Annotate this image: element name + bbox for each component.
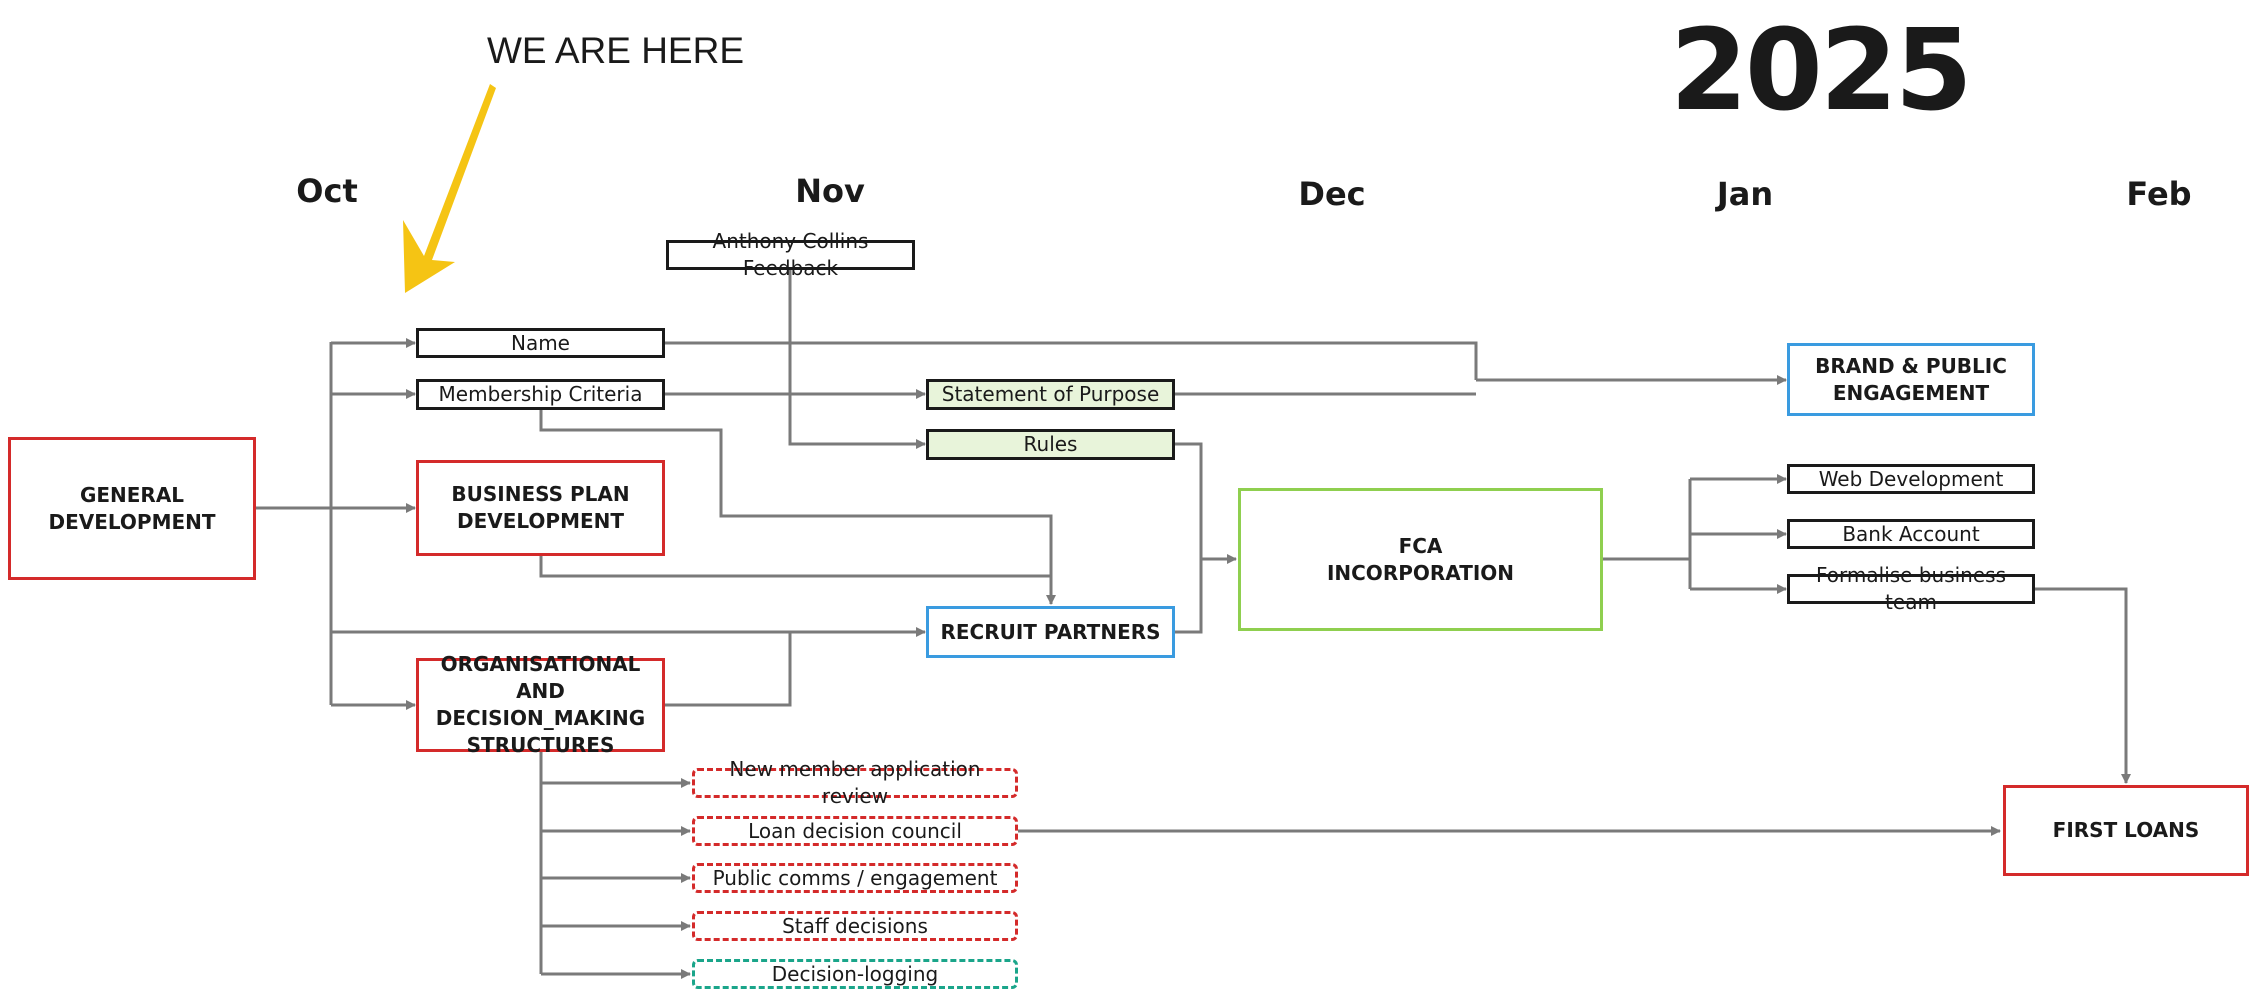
node-loan-decision-council[interactable]: Loan decision council [692,816,1018,846]
node-first-loans[interactable]: FIRST LOANS [2003,785,2249,876]
connector-business-to-recruit [539,556,1051,578]
node-formalise-business-team[interactable]: Formalise business team [1787,563,2035,614]
node-statement-of-purpose[interactable]: Statement of Purpose [926,379,1175,410]
connector-rules-to-fca [1175,442,1203,634]
node-name[interactable]: Name [416,328,665,358]
node-staff-decisions[interactable]: Staff decisions [692,911,1018,941]
node-recruit-partners[interactable]: RECRUIT PARTNERS [926,606,1175,658]
node-web-development[interactable]: Web Development [1787,464,2035,494]
node-new-member-application-review[interactable]: New member application review [692,757,1018,808]
connector-org-to-recruit [665,632,792,707]
node-decision-logging[interactable]: Decision-logging [692,959,1018,989]
node-anthony-collins-feedback[interactable]: Anthony Collins Feedback [666,229,915,280]
node-bank-account[interactable]: Bank Account [1787,519,2035,549]
month-nov: Nov [795,172,865,210]
we-are-here-label: WE ARE HERE [487,30,744,71]
node-rules[interactable]: Rules [926,429,1175,460]
month-oct: Oct [296,172,358,210]
node-membership-criteria[interactable]: Membership Criteria [416,379,665,410]
connector-formalise-to-loans [2035,587,2131,784]
connector-membership-to-recruit [539,410,1056,605]
we-are-here-arrow-icon [403,84,496,293]
year-title: 2025 [1670,6,1973,136]
month-feb: Feb [2126,175,2192,213]
month-dec: Dec [1298,175,1366,213]
month-jan: Jan [1716,175,1774,213]
connector-name-to-brand [665,341,1478,380]
node-public-comms-engagement[interactable]: Public comms / engagement [692,863,1018,893]
connector-anthony-to-rules [788,270,926,449]
